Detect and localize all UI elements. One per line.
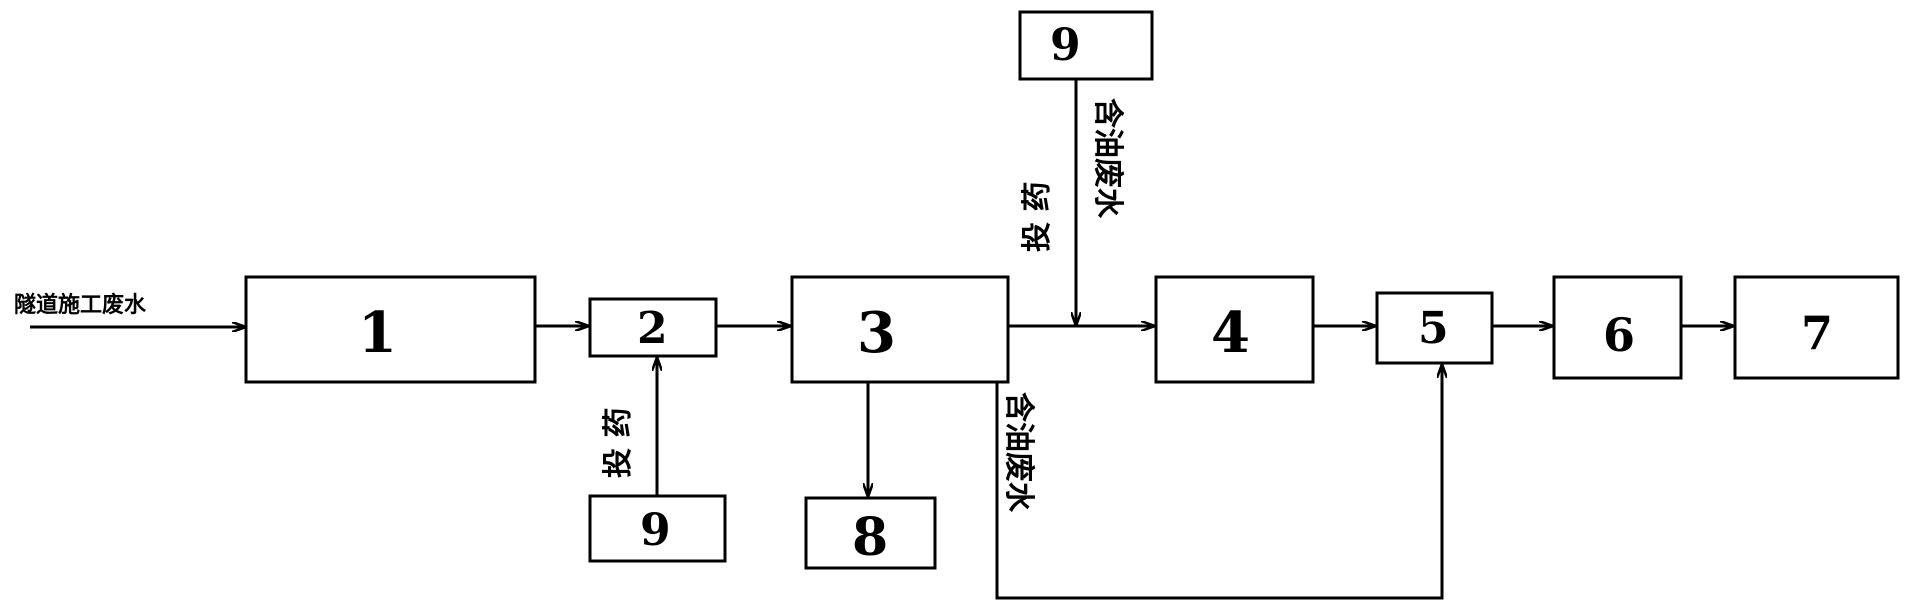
process-box-8-number: 8 xyxy=(852,507,888,568)
dosing-label-bottom: 投 药 xyxy=(601,408,636,478)
process-box-4-number: 4 xyxy=(1211,300,1250,366)
process-box-4: 4 xyxy=(1154,275,1315,384)
dosing-box-bottom-number: 9 xyxy=(640,505,671,556)
process-box-7: 7 xyxy=(1733,275,1900,380)
oily-wastewater-label-bottom: 含油废水 xyxy=(1001,392,1036,513)
dosing-label-top: 投 药 xyxy=(1020,182,1055,252)
dosing-box-top: 9 xyxy=(1018,10,1154,81)
process-box-2-number: 2 xyxy=(637,303,668,354)
oily-wastewater-label-top: 含油废水 xyxy=(1090,98,1125,219)
process-box-8: 8 xyxy=(804,496,937,570)
process-box-5: 5 xyxy=(1375,291,1494,365)
process-box-3: 3 xyxy=(790,275,1010,384)
process-box-3-number: 3 xyxy=(857,300,896,366)
process-box-1: 1 xyxy=(244,275,537,384)
dosing-box-top-number: 9 xyxy=(1050,20,1081,71)
process-box-6-number: 6 xyxy=(1603,308,1635,362)
process-box-7-number: 7 xyxy=(1801,306,1833,360)
oily-wastewater-return-line xyxy=(995,365,1442,600)
process-box-1-number: 1 xyxy=(358,300,397,366)
dosing-box-bottom: 9 xyxy=(588,494,727,563)
process-box-5-number: 5 xyxy=(1418,303,1449,354)
process-box-6: 6 xyxy=(1552,275,1683,380)
inflow-label: 隧道施工废水 xyxy=(14,292,147,318)
process-box-2: 2 xyxy=(588,297,718,358)
